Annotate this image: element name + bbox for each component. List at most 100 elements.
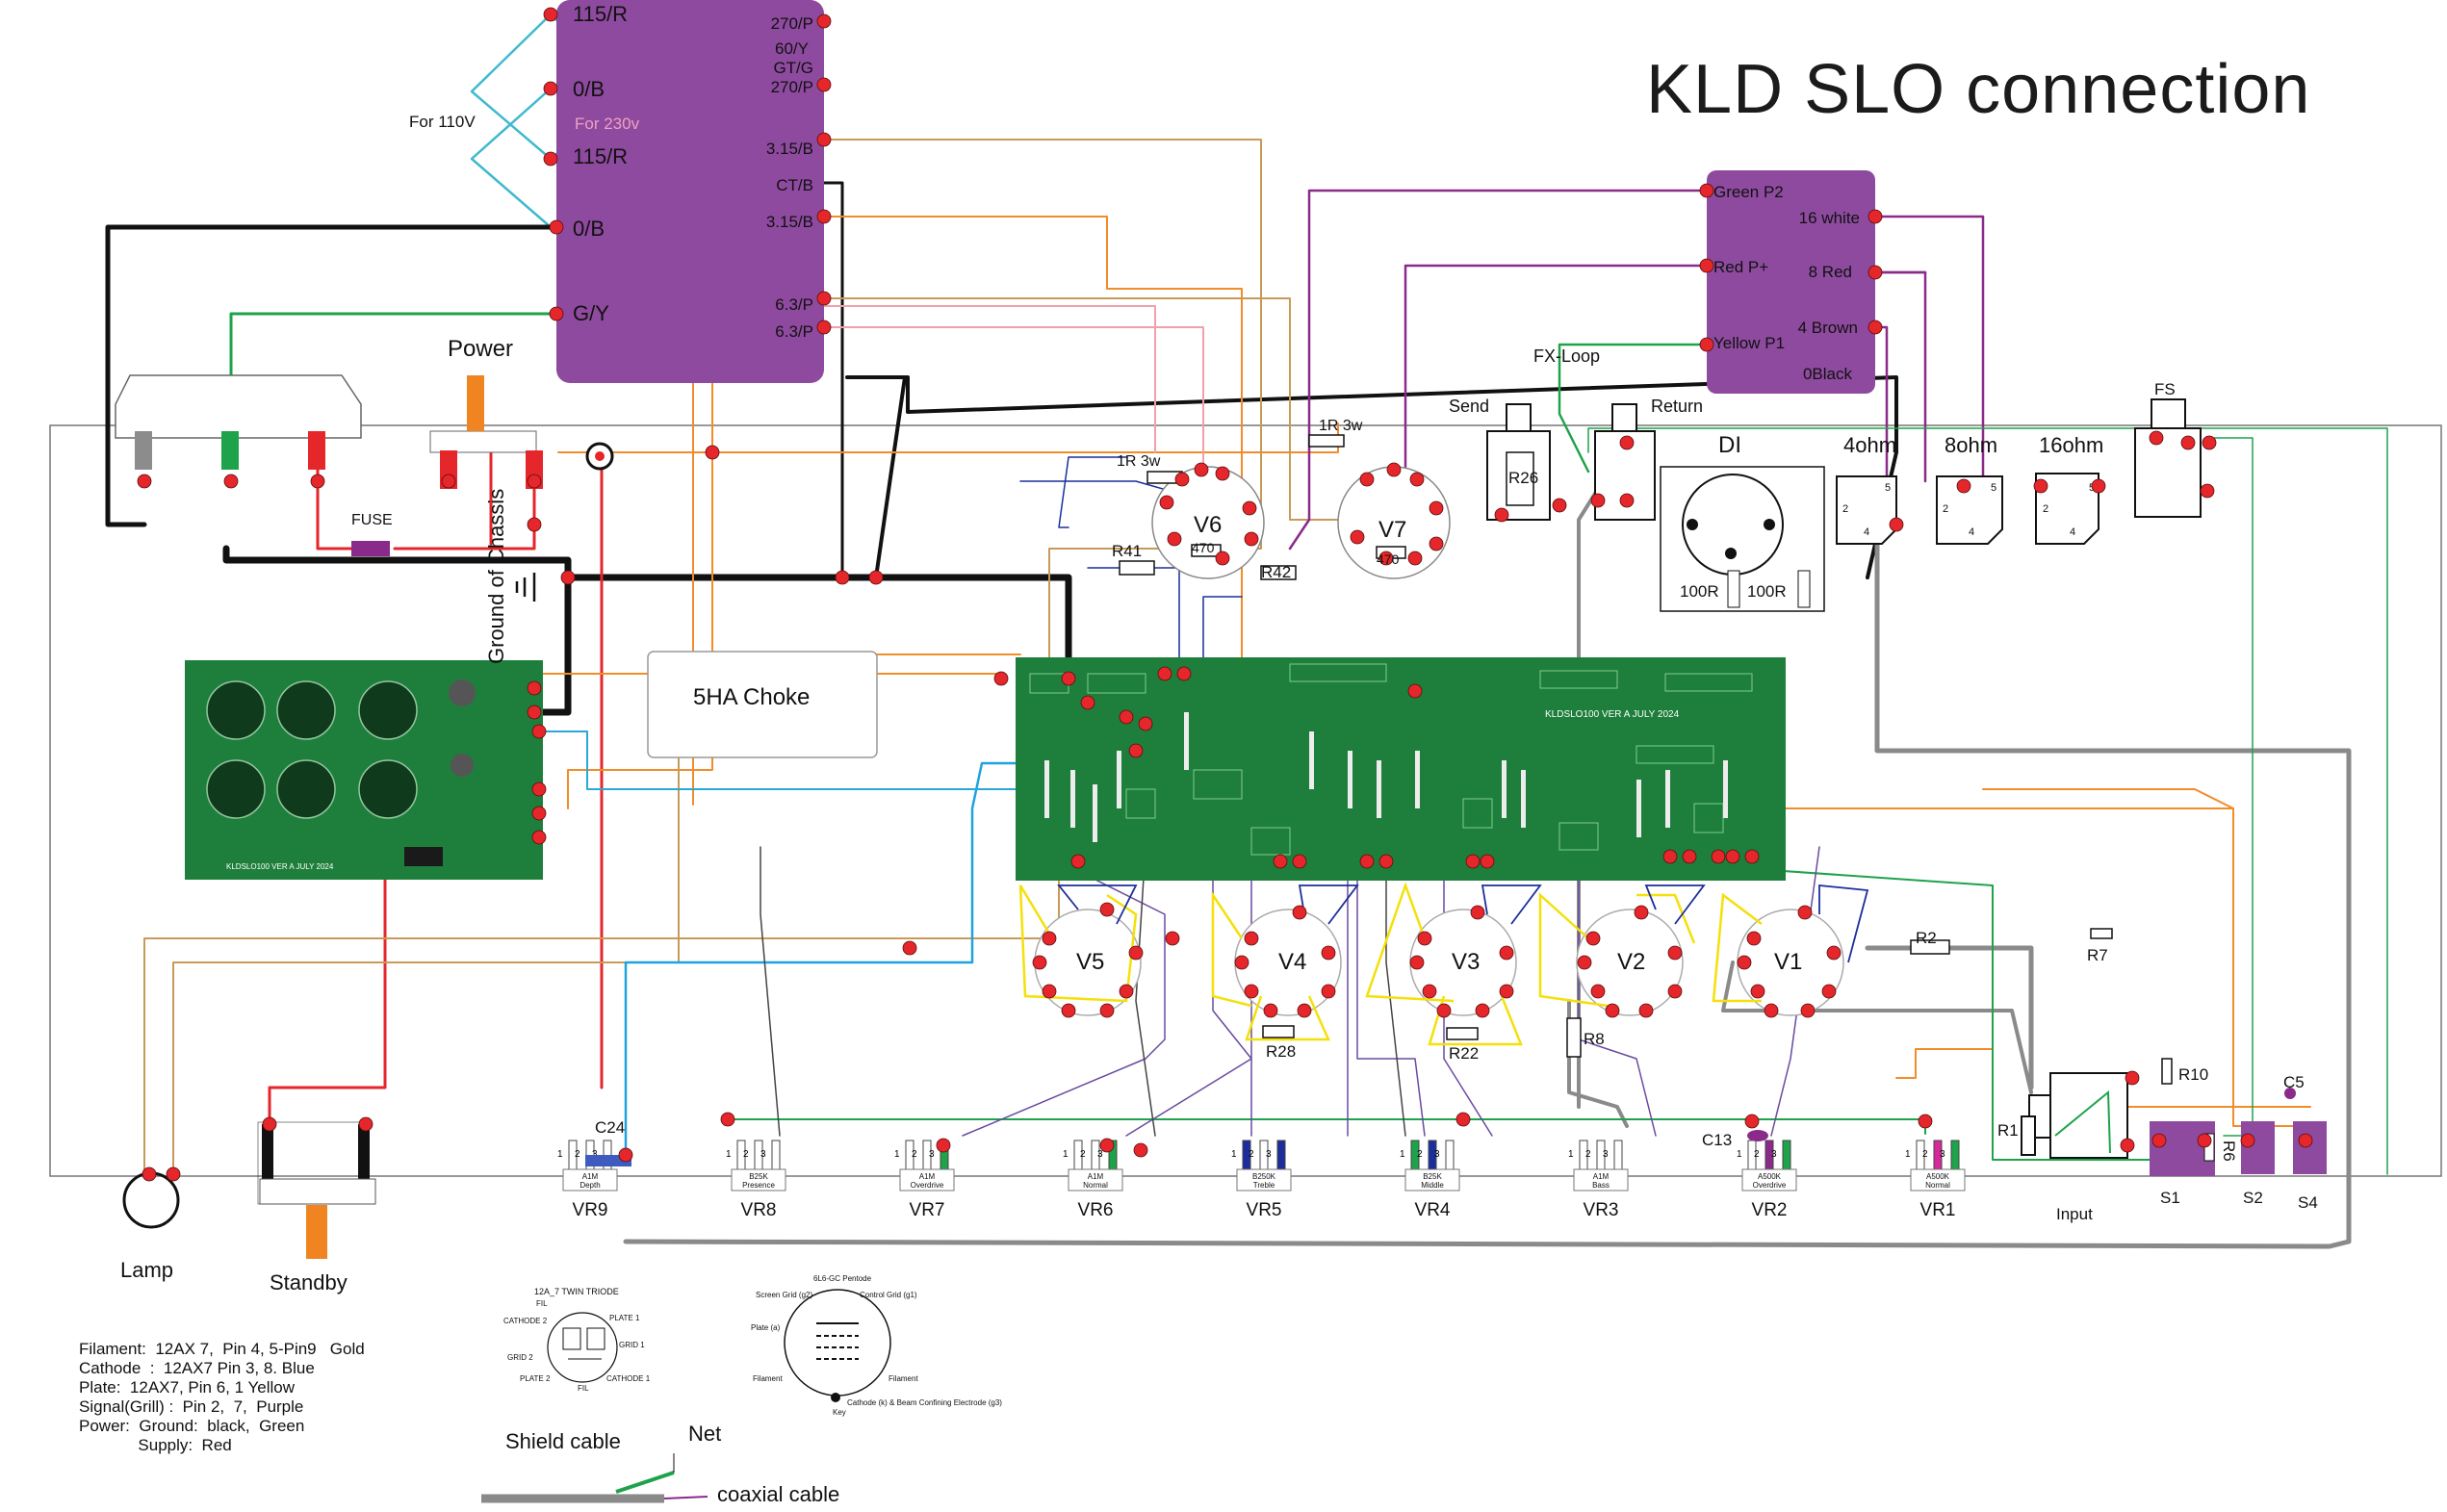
pentode-pin-6: Cathode (k) & Beam Confining Electrode (… bbox=[847, 1398, 1002, 1407]
solder-node bbox=[1744, 1114, 1760, 1129]
solder-node bbox=[1244, 931, 1259, 946]
ot-r3: 0Black bbox=[1803, 365, 1853, 383]
triode-pin-labels: FIL PLATE 1 GRID 1 CATHODE 1 FIL CATHODE… bbox=[503, 1299, 651, 1393]
tube-label-v5: V5 bbox=[1076, 949, 1104, 975]
svg-text:2: 2 bbox=[912, 1149, 917, 1160]
solder-node bbox=[1494, 507, 1509, 523]
solder-node bbox=[1638, 1003, 1654, 1018]
solder-node bbox=[1061, 1003, 1076, 1018]
label-s4: S4 bbox=[2298, 1193, 2318, 1212]
tp-r0: 270/P bbox=[771, 14, 813, 33]
svg-text:2: 2 bbox=[575, 1149, 580, 1160]
label-16ohm: 16ohm bbox=[2039, 433, 2103, 457]
solder-node bbox=[1429, 500, 1444, 516]
label-4ohm: 4ohm bbox=[1843, 433, 1896, 457]
solder-node bbox=[1746, 931, 1762, 946]
label-lamp: Lamp bbox=[120, 1258, 173, 1282]
jack-16ohm bbox=[2035, 473, 2099, 545]
label-fs: FS bbox=[2154, 380, 2176, 398]
solder-node bbox=[1321, 945, 1336, 961]
solder-node bbox=[1409, 955, 1425, 970]
solder-node bbox=[720, 1112, 735, 1127]
solder-node bbox=[531, 830, 547, 845]
solder-node bbox=[1585, 931, 1601, 946]
wires bbox=[105, 13, 2388, 1249]
label-s1: S1 bbox=[2160, 1189, 2180, 1207]
pot-function: Bass bbox=[1592, 1181, 1610, 1190]
label-r2: R2 bbox=[1916, 929, 1937, 947]
solder-node bbox=[137, 474, 152, 489]
label-110v: For 110V bbox=[409, 113, 476, 131]
solder-node bbox=[1465, 854, 1481, 869]
solder-node bbox=[531, 806, 547, 821]
solder-node bbox=[816, 209, 832, 224]
svg-text:3: 3 bbox=[1603, 1149, 1609, 1160]
tp-r5: CT/B bbox=[776, 176, 813, 194]
pot-labels: A1MDepthVR9B25KPresenceVR8A1MOverdriveVR… bbox=[573, 1172, 1956, 1220]
solder-node bbox=[1634, 905, 1649, 920]
label-di: DI bbox=[1718, 432, 1741, 458]
solder-node bbox=[1590, 984, 1606, 999]
pot-value: B25K bbox=[749, 1172, 768, 1181]
solder-node bbox=[1682, 849, 1697, 864]
label-net: Net bbox=[688, 1422, 721, 1446]
fuse bbox=[351, 541, 390, 556]
svg-text:1: 1 bbox=[1231, 1149, 1237, 1160]
solder-node bbox=[1378, 551, 1394, 566]
label-v7-470: 470 bbox=[1377, 551, 1400, 567]
solder-node bbox=[1800, 1003, 1816, 1018]
solder-node bbox=[1194, 462, 1209, 477]
svg-text:1: 1 bbox=[894, 1149, 900, 1160]
pot-function: Normal bbox=[1083, 1181, 1108, 1190]
tp-l1: 0/B bbox=[573, 77, 605, 101]
solder-node bbox=[1711, 849, 1726, 864]
solder-node bbox=[835, 570, 850, 585]
solder-node bbox=[1867, 320, 1883, 335]
solder-node bbox=[549, 219, 564, 235]
tube-socket-v6 bbox=[1151, 466, 1265, 579]
triode-pin-1: PLATE 1 bbox=[609, 1314, 640, 1322]
tp-r2: GT/G bbox=[773, 59, 813, 77]
label-standby: Standby bbox=[270, 1270, 348, 1294]
solder-node bbox=[1099, 902, 1115, 917]
solder-node bbox=[2091, 478, 2106, 494]
label-r10: R10 bbox=[2178, 1065, 2208, 1084]
pot-ref: VR9 bbox=[573, 1200, 608, 1220]
solder-node bbox=[543, 7, 558, 22]
standby-switch bbox=[306, 1205, 327, 1259]
solder-node bbox=[1577, 955, 1592, 970]
solder-node bbox=[1889, 517, 1904, 532]
pot-ref: VR1 bbox=[1920, 1200, 1956, 1220]
solder-node bbox=[310, 474, 325, 489]
solder-node bbox=[549, 306, 564, 321]
output-transformer bbox=[1707, 170, 1875, 394]
solder-node bbox=[1667, 945, 1683, 961]
pentode-diagram bbox=[784, 1289, 891, 1397]
label-di-r1: 100R bbox=[1680, 582, 1719, 601]
solder-node bbox=[1119, 984, 1134, 999]
label-v6-470: 470 bbox=[1192, 540, 1215, 555]
solder-node bbox=[527, 474, 542, 489]
solder-node bbox=[1744, 849, 1760, 864]
tube-label-v3: V3 bbox=[1452, 949, 1480, 975]
svg-text:2: 2 bbox=[1585, 1149, 1591, 1160]
solder-node bbox=[1605, 1003, 1620, 1018]
solder-node bbox=[1032, 955, 1047, 970]
solder-node bbox=[1292, 905, 1307, 920]
solder-node bbox=[543, 81, 558, 96]
solder-node bbox=[1826, 945, 1842, 961]
solder-node bbox=[1070, 854, 1086, 869]
pot-function: Middle bbox=[1421, 1181, 1444, 1190]
solder-node bbox=[1263, 1003, 1278, 1018]
solder-node bbox=[1042, 931, 1057, 946]
label-pentode-title: 6L6-GC Pentode bbox=[813, 1274, 872, 1283]
pot-value: A1M bbox=[1088, 1172, 1104, 1181]
svg-text:1: 1 bbox=[1568, 1149, 1574, 1160]
solder-node bbox=[816, 13, 832, 29]
solder-node bbox=[618, 1147, 633, 1163]
